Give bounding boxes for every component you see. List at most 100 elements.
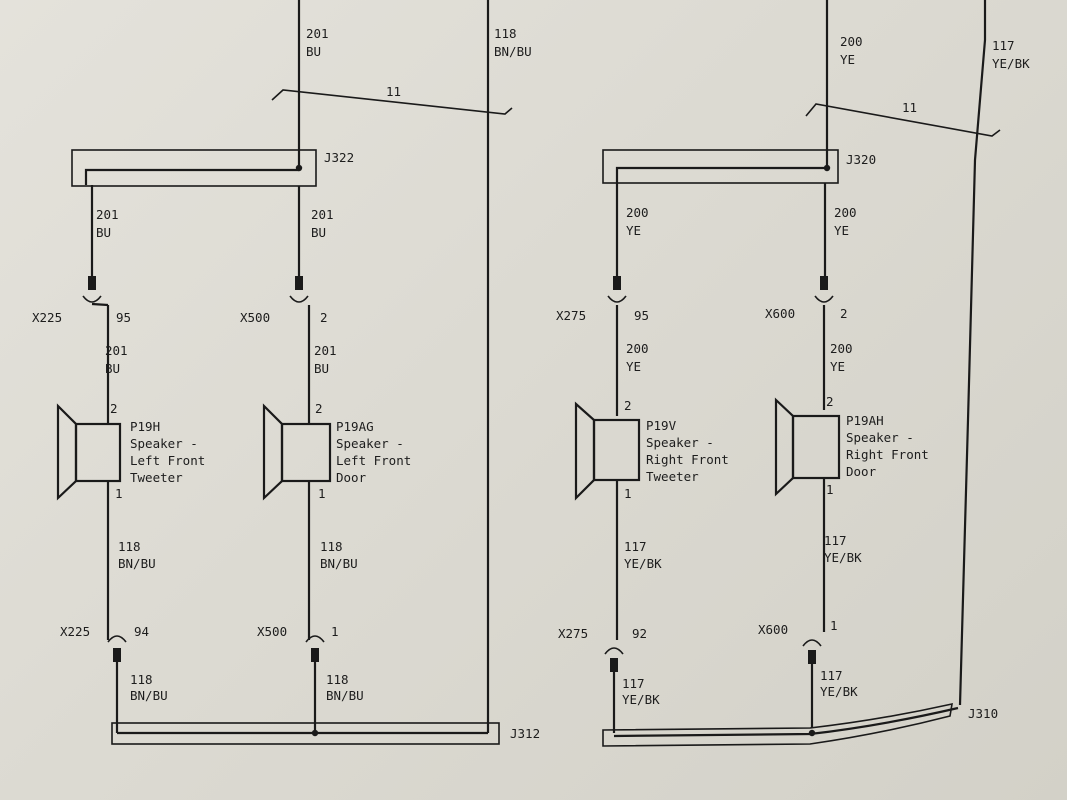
speaker-id-label: P19V bbox=[646, 418, 677, 433]
connector-pin-label: 94 bbox=[134, 624, 149, 639]
connector-pin-label: 2 bbox=[840, 306, 848, 321]
wire-label-color: BU bbox=[306, 44, 321, 59]
speaker-cone-p19h bbox=[56, 403, 78, 501]
connector-pin-l1-top bbox=[88, 276, 96, 290]
splice-label-j322: J322 bbox=[324, 150, 354, 165]
splice-j320-bus bbox=[615, 166, 827, 182]
wire-label-num: 201 bbox=[96, 207, 119, 222]
connector-pin-l2-top bbox=[295, 276, 303, 290]
wire-label-color: BN/BU bbox=[326, 688, 364, 703]
splice-j312 bbox=[111, 722, 500, 745]
wire-label-color: YE bbox=[626, 359, 641, 374]
shield-label: 11 bbox=[902, 100, 917, 115]
connector-pin-label: 95 bbox=[634, 308, 649, 323]
connector-pin-label: 1 bbox=[331, 624, 339, 639]
wire-label-num: 200 bbox=[626, 205, 649, 220]
connector-socket-l2-top bbox=[289, 295, 309, 303]
wire-label-num: 117 bbox=[824, 533, 847, 548]
wire-label-color: YE/BK bbox=[992, 56, 1030, 71]
wire-label-num: 118 bbox=[494, 26, 517, 41]
speaker-pin-label: 1 bbox=[318, 486, 326, 501]
splice-label-j310: J310 bbox=[968, 706, 998, 721]
splice-j310 bbox=[602, 702, 953, 747]
wire-label-color: YE bbox=[840, 52, 855, 67]
connector-pin-l2-bot bbox=[311, 648, 319, 662]
wire-label-color: BU bbox=[314, 361, 329, 376]
speaker-pin-label: 1 bbox=[624, 486, 632, 501]
speaker-desc-label: Speaker - bbox=[130, 436, 198, 451]
shield-label: 11 bbox=[386, 84, 401, 99]
splice-j322 bbox=[71, 149, 317, 187]
connector-socket-l1-bot bbox=[107, 635, 127, 643]
connector-socket-r2-bot bbox=[802, 639, 822, 647]
splice-j310-bus bbox=[613, 706, 959, 738]
wire-label-num: 201 bbox=[105, 343, 128, 358]
wire-label-color: BN/BU bbox=[320, 556, 358, 571]
connector-pin-label: 95 bbox=[116, 310, 131, 325]
wire-label-num: 200 bbox=[834, 205, 857, 220]
wire-117-trunk bbox=[958, 0, 987, 706]
wire-label-num: 117 bbox=[820, 668, 843, 683]
speaker-id-label: P19H bbox=[130, 419, 160, 434]
wire-label-color: YE bbox=[834, 223, 849, 238]
speaker-desc-label: Left Front bbox=[130, 453, 205, 468]
connector-id-label: X600 bbox=[765, 306, 795, 321]
connector-id-label: X225 bbox=[60, 624, 90, 639]
wire-label-num: 118 bbox=[118, 539, 141, 554]
speaker-desc-label: Right Front bbox=[646, 452, 729, 467]
connector-pin-r2-bot bbox=[808, 650, 816, 664]
wire-label-num: 201 bbox=[314, 343, 337, 358]
wire-label-color: BU bbox=[105, 361, 120, 376]
splice-node bbox=[295, 164, 303, 172]
speaker-body-p19ag bbox=[280, 422, 332, 483]
wire-label-color: YE bbox=[626, 223, 641, 238]
speaker-body-p19ah bbox=[791, 414, 841, 480]
speaker-cone-p19ah bbox=[774, 397, 795, 497]
wire-label-num: 118 bbox=[130, 672, 153, 687]
wire-label-num: 117 bbox=[622, 676, 645, 691]
connector-socket-l2-bot bbox=[305, 635, 325, 643]
wire-label-color: YE/BK bbox=[824, 550, 862, 565]
connector-pin-label: 1 bbox=[830, 618, 838, 633]
speaker-id-label: P19AH bbox=[846, 413, 884, 428]
connector-id-label: X500 bbox=[257, 624, 287, 639]
splice-label-j312: J312 bbox=[510, 726, 540, 741]
connector-pin-r2-top bbox=[820, 276, 828, 290]
speaker-desc-label: Speaker - bbox=[336, 436, 404, 451]
connector-socket-r2-top bbox=[814, 295, 834, 303]
connector-id-label: X275 bbox=[556, 308, 586, 323]
connector-socket-r1-top bbox=[607, 295, 627, 303]
connector-id-label: X600 bbox=[758, 622, 788, 637]
speaker-cone-p19v bbox=[574, 401, 596, 501]
speaker-desc-label: Left Front bbox=[336, 453, 411, 468]
speaker-desc-label: Tweeter bbox=[646, 469, 699, 484]
shield-line-right bbox=[805, 103, 1001, 137]
speaker-pin-label: 1 bbox=[115, 486, 123, 501]
speaker-body-p19v bbox=[592, 418, 641, 482]
wire-label-num: 201 bbox=[311, 207, 334, 222]
wire-label-color: YE/BK bbox=[820, 684, 858, 699]
splice-label-j320: J320 bbox=[846, 152, 876, 167]
wire-label-num: 117 bbox=[624, 539, 647, 554]
connector-pin-r1-top bbox=[613, 276, 621, 290]
speaker-desc-label: Right Front bbox=[846, 447, 929, 462]
wire-label-color: YE/BK bbox=[624, 556, 662, 571]
connector-id-label: X500 bbox=[240, 310, 270, 325]
wire-label-color: BU bbox=[311, 225, 326, 240]
speaker-pin-label: 2 bbox=[624, 398, 632, 413]
speaker-body-p19h bbox=[74, 422, 122, 483]
wire-l1-jog bbox=[91, 302, 109, 307]
wire-label-color: BN/BU bbox=[494, 44, 532, 59]
shield-line-left bbox=[271, 89, 513, 115]
wire-label-color: BU bbox=[96, 225, 111, 240]
wire-label-color: BN/BU bbox=[130, 688, 168, 703]
speaker-pin-label: 2 bbox=[110, 401, 118, 416]
speaker-pin-label: 1 bbox=[826, 482, 834, 497]
splice-j322-bus bbox=[84, 168, 299, 185]
connector-pin-l1-bot bbox=[113, 648, 121, 662]
speaker-pin-label: 2 bbox=[826, 394, 834, 409]
wire-label-num: 201 bbox=[306, 26, 329, 41]
wire-label-num: 118 bbox=[320, 539, 343, 554]
